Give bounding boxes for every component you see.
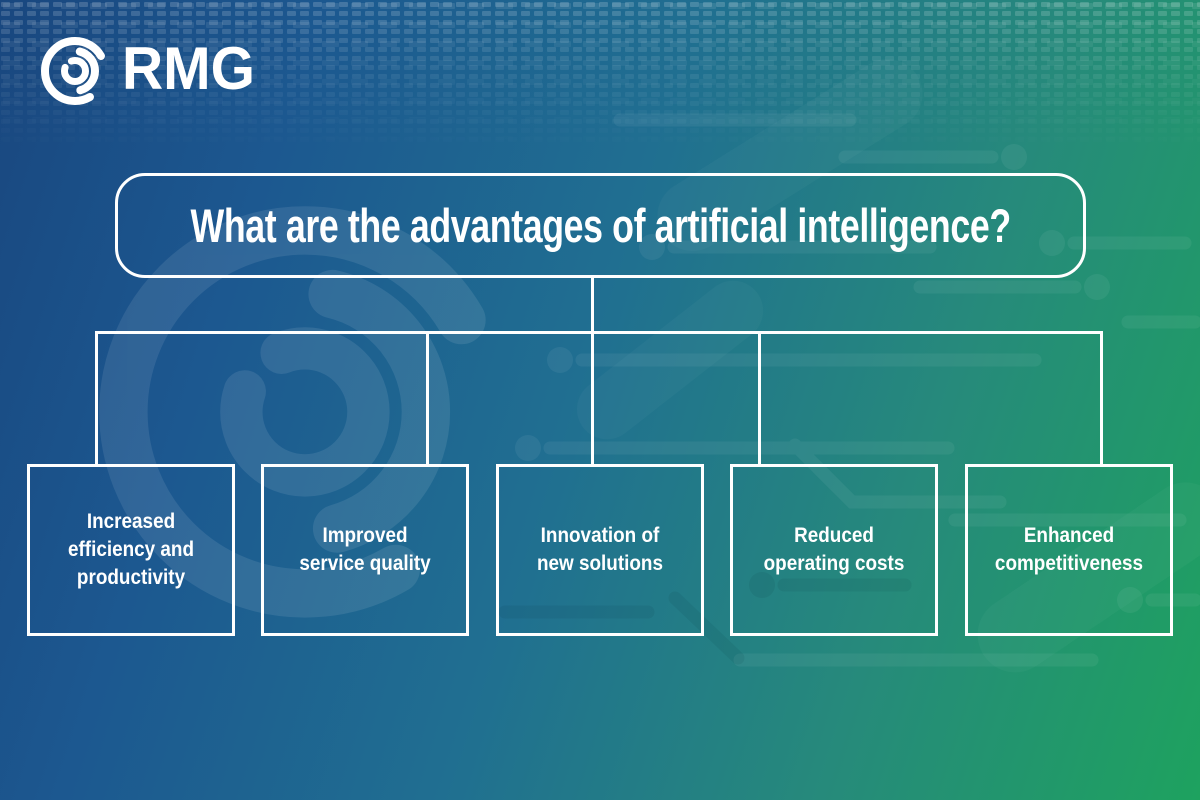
node-label: Enhanced competitiveness: [978, 522, 1160, 578]
node-label: Improved service quality: [274, 522, 456, 578]
node-label-line: service quality: [299, 552, 431, 575]
node-label-line: Increased: [86, 510, 176, 533]
brand-name: RMG: [122, 34, 255, 102]
connector-drop-5: [1100, 331, 1103, 467]
node-innovation-new-solutions: Innovation of new solutions: [496, 464, 704, 636]
node-improved-service-quality: Improved service quality: [261, 464, 469, 636]
connector-horizontal: [95, 331, 1103, 334]
node-label-line: operating costs: [763, 552, 905, 575]
node-label-line: new solutions: [536, 552, 663, 575]
node-label-line: Enhanced: [1023, 524, 1115, 547]
brand-logo: RMG: [37, 28, 262, 108]
node-enhanced-competitiveness: Enhanced competitiveness: [965, 464, 1173, 636]
node-reduced-operating-costs: Reduced operating costs: [730, 464, 938, 636]
node-label-line: Improved: [322, 524, 408, 547]
connector-drop-3: [591, 331, 594, 467]
rmg-spiral-icon: [37, 33, 113, 109]
connector-drop-2: [426, 331, 429, 467]
node-label-line: Reduced: [794, 524, 874, 547]
node-label: Reduced operating costs: [743, 522, 925, 578]
node-label-line: competitiveness: [994, 552, 1144, 575]
connector-drop-4: [758, 331, 761, 467]
node-label: Innovation of new solutions: [509, 522, 691, 578]
connector-stem: [591, 277, 594, 334]
title-box: What are the advantages of artificial in…: [115, 173, 1086, 278]
node-label-line: efficiency and: [67, 538, 195, 561]
node-label-line: Innovation of: [540, 524, 660, 547]
node-increased-efficiency: Increased efficiency and productivity: [27, 464, 235, 636]
page-title: What are the advantages of artificial in…: [190, 199, 1011, 252]
connector-drop-1: [95, 331, 98, 467]
node-label: Increased efficiency and productivity: [40, 508, 222, 592]
node-label-line: productivity: [76, 566, 186, 589]
